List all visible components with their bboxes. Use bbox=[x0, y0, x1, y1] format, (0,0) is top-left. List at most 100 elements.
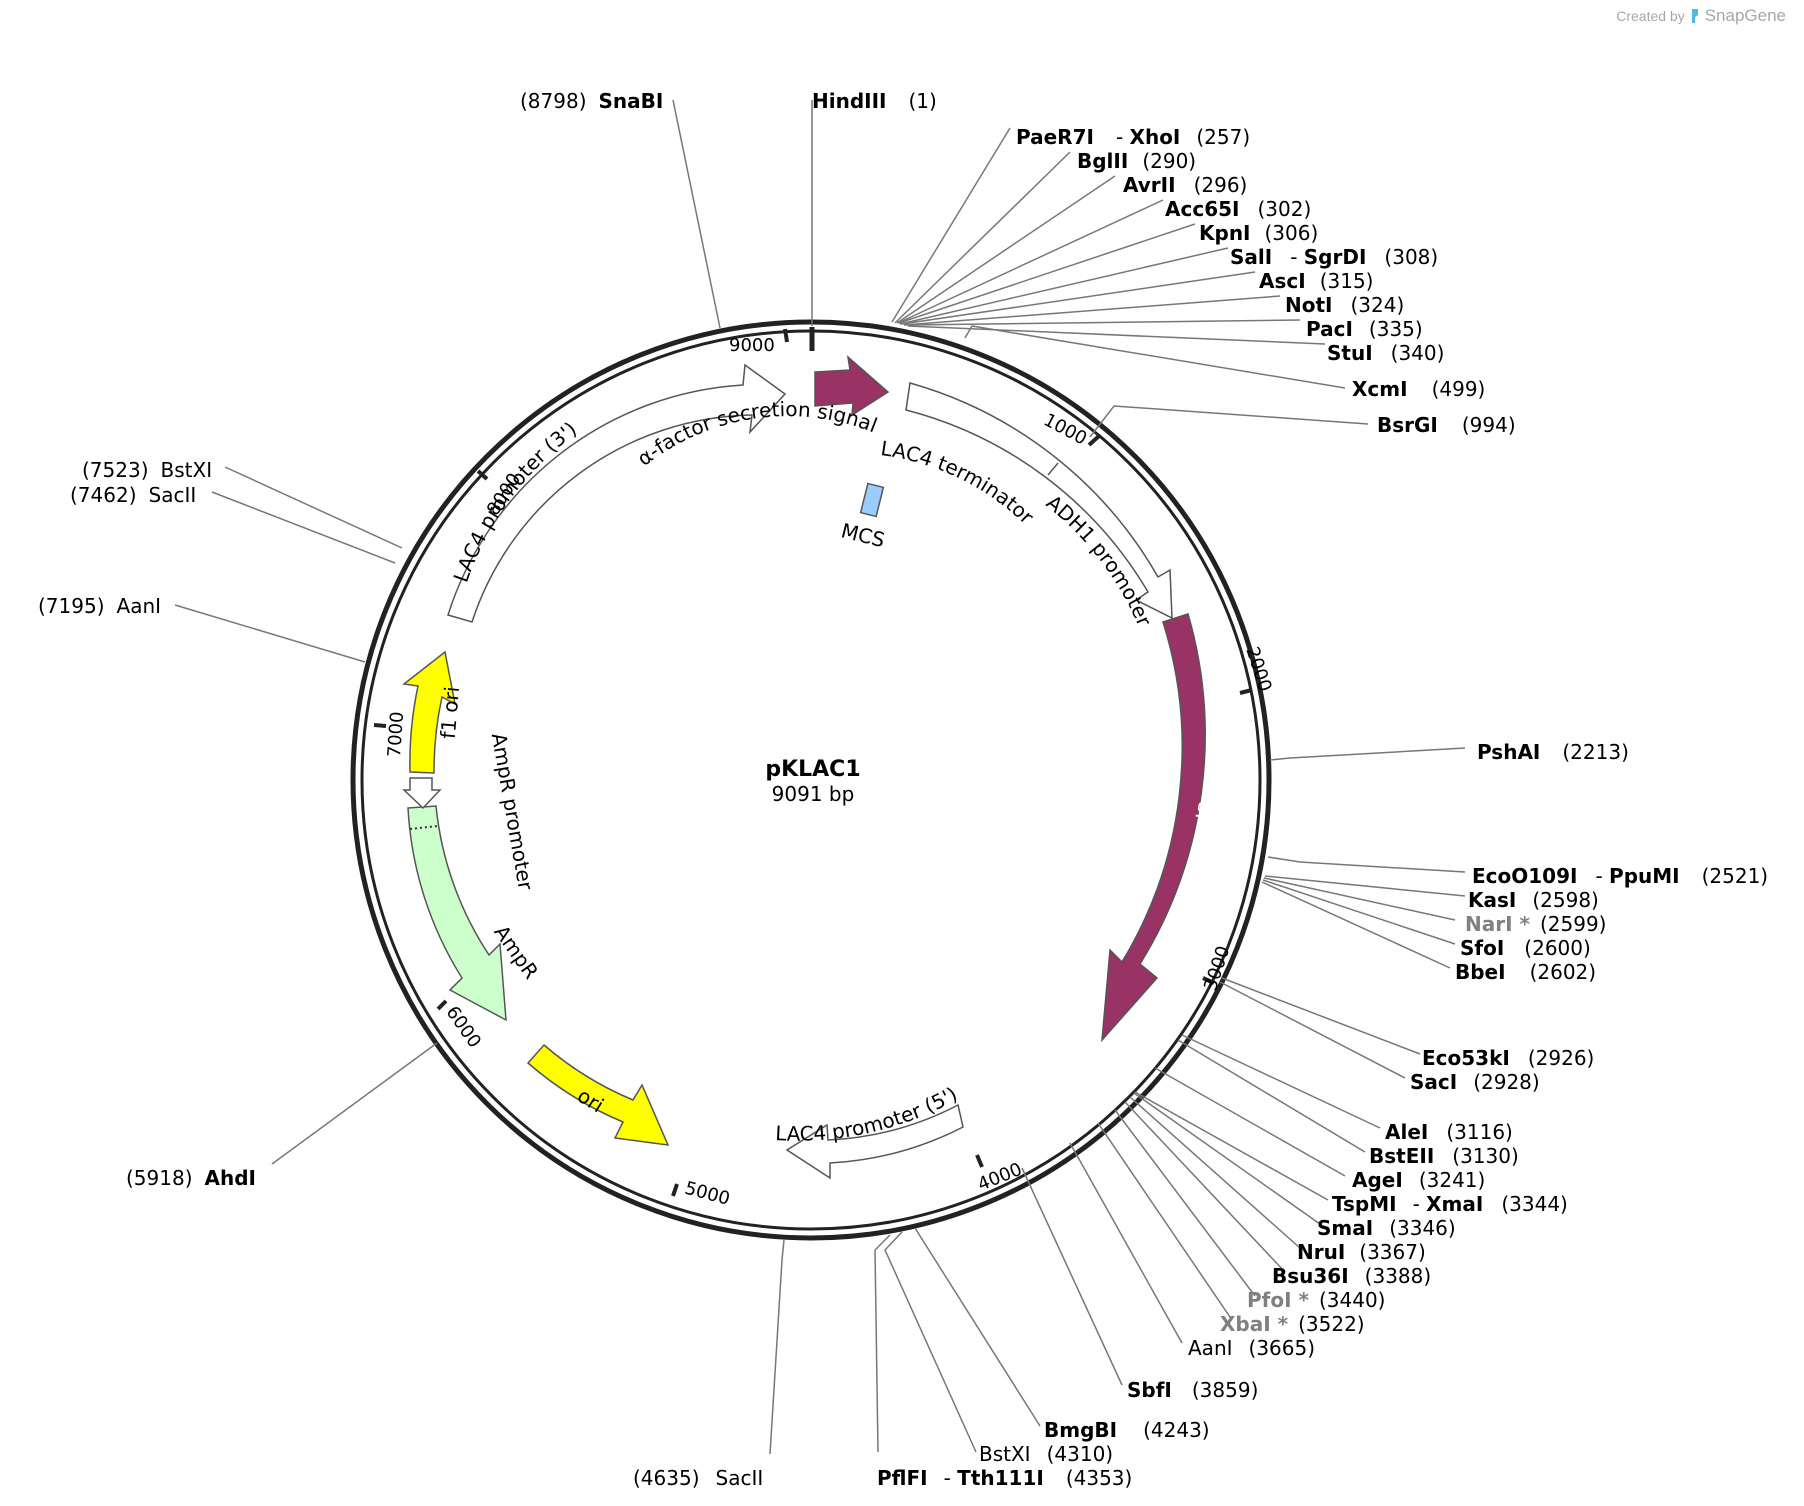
credit-brand: SnapGene bbox=[1704, 6, 1786, 25]
leader-tspmi bbox=[1134, 1091, 1329, 1201]
site-alei[interactable]: AleI(3116) bbox=[1385, 1120, 1513, 1144]
site-ahdi[interactable]: (5918)AhdI bbox=[126, 1166, 256, 1190]
site-sali-sgrdi[interactable]: SalI- SgrDI(308) bbox=[1230, 245, 1438, 269]
feature-ori[interactable] bbox=[526, 1043, 670, 1146]
site-bstxi-7523[interactable]: (7523)BstXI bbox=[82, 458, 212, 482]
leader-bmgbi bbox=[914, 1227, 1041, 1427]
feature-lac4-promoter-3[interactable] bbox=[447, 363, 787, 623]
label-ampr-promoter: AmpR promoter bbox=[487, 731, 538, 892]
leader-aani-3665 bbox=[1069, 1142, 1183, 1344]
leader-aani-7195 bbox=[174, 604, 366, 663]
site-bsteii[interactable]: BstEII(3130) bbox=[1369, 1144, 1519, 1168]
site-sacii-4635[interactable]: (4635)SacII bbox=[633, 1466, 763, 1490]
leader-xhoi bbox=[891, 127, 1011, 323]
leader-pflfi bbox=[874, 1234, 891, 1453]
feature-amds[interactable] bbox=[1101, 613, 1206, 1043]
leader-sacii-7462 bbox=[211, 491, 396, 564]
site-bbei[interactable]: BbeI(2602) bbox=[1455, 960, 1596, 984]
leader-agei bbox=[1154, 1067, 1346, 1177]
leader-alei bbox=[1181, 1034, 1381, 1129]
adh1-divider bbox=[1047, 462, 1059, 476]
leader-snabi bbox=[672, 99, 721, 329]
leader-acc65i bbox=[897, 199, 1164, 324]
site-nari[interactable]: NarI *(2599) bbox=[1465, 912, 1606, 936]
feature-ampr-promoter-arrow[interactable] bbox=[402, 777, 442, 810]
leader-nrui bbox=[1129, 1096, 1301, 1249]
leader-bsu36i bbox=[1124, 1101, 1286, 1273]
site-bstxi-4310[interactable]: BstXI(4310) bbox=[979, 1442, 1113, 1466]
site-sbfi[interactable]: SbfI(3859) bbox=[1127, 1378, 1258, 1402]
leader-stui bbox=[907, 325, 1326, 345]
leader-xbai bbox=[1097, 1122, 1233, 1321]
tick-9000 bbox=[783, 328, 789, 343]
leader-avrii bbox=[896, 175, 1116, 324]
site-aani-3665[interactable]: AanI(3665) bbox=[1188, 1336, 1315, 1360]
tick-1000 bbox=[1087, 434, 1101, 447]
site-pfoi[interactable]: PfoI *(3440) bbox=[1247, 1288, 1385, 1312]
leader-noti bbox=[903, 295, 1281, 326]
leader-pshai bbox=[1269, 747, 1466, 761]
site-snabi[interactable]: (8798)SnaBI bbox=[520, 89, 663, 113]
feature-lac4-terminator-adh1[interactable] bbox=[905, 382, 1173, 620]
snapgene-credit: Created by SnapGene bbox=[1616, 6, 1786, 26]
leader-bstxi-7523 bbox=[224, 466, 403, 549]
site-paer7i-xhoi[interactable]: PaeR7I- XhoI(257) bbox=[1016, 125, 1250, 149]
site-avrii[interactable]: AvrII(296) bbox=[1123, 173, 1247, 197]
tick-label-7000: 7000 bbox=[384, 711, 408, 758]
leader-paci bbox=[905, 319, 1301, 326]
site-hindiii[interactable]: HindIII(1) bbox=[812, 89, 937, 113]
leader-sali bbox=[899, 247, 1229, 325]
feature-lac4-promoter-5[interactable] bbox=[785, 1103, 964, 1180]
tick-8000 bbox=[476, 469, 489, 481]
site-agei[interactable]: AgeI(3241) bbox=[1352, 1168, 1485, 1192]
leader-bglii bbox=[894, 151, 1071, 324]
leader-sacii-4635 bbox=[769, 1239, 785, 1455]
site-xbai[interactable]: XbaI *(3522) bbox=[1220, 1312, 1365, 1336]
features bbox=[402, 355, 1206, 1180]
site-bsu36i[interactable]: Bsu36I(3388) bbox=[1272, 1264, 1431, 1288]
tick-7000 bbox=[373, 723, 387, 728]
leader-bsrgi bbox=[1089, 405, 1369, 438]
site-kpni[interactable]: KpnI(306) bbox=[1199, 221, 1318, 245]
site-nrui[interactable]: NruI(3367) bbox=[1297, 1240, 1426, 1264]
leader-asci bbox=[901, 271, 1256, 325]
site-acc65i[interactable]: Acc65I(302) bbox=[1165, 197, 1311, 221]
feature-alpha-factor[interactable] bbox=[814, 355, 890, 417]
site-sfoi[interactable]: SfoI(2600) bbox=[1460, 936, 1591, 960]
site-bmgbi[interactable]: BmgBI(4243) bbox=[1044, 1418, 1210, 1442]
site-asci[interactable]: AscI(315) bbox=[1259, 269, 1373, 293]
tick-label-1000: 1000 bbox=[1040, 409, 1090, 449]
site-eco53ki[interactable]: Eco53kI(2926) bbox=[1422, 1046, 1594, 1070]
site-bsrgi[interactable]: BsrGI(994) bbox=[1377, 413, 1516, 437]
site-xcmi[interactable]: XcmI(499) bbox=[1352, 377, 1485, 401]
site-noti[interactable]: NotI(324) bbox=[1285, 293, 1404, 317]
site-bglii[interactable]: BglII(290) bbox=[1077, 149, 1196, 173]
tick-label-5000: 5000 bbox=[682, 1178, 732, 1210]
label-mcs: MCS bbox=[839, 518, 887, 552]
feature-mcs[interactable] bbox=[859, 482, 885, 518]
site-smai[interactable]: SmaI(3346) bbox=[1317, 1216, 1456, 1240]
site-stui[interactable]: StuI(340) bbox=[1327, 341, 1444, 365]
site-sacii-7462[interactable]: (7462)SacII bbox=[70, 483, 196, 507]
leader-pfoi bbox=[1114, 1109, 1256, 1297]
feature-f1-ori[interactable] bbox=[402, 650, 457, 774]
tick-2000 bbox=[1239, 688, 1253, 695]
site-paci[interactable]: PacI(335) bbox=[1306, 317, 1423, 341]
site-pshai[interactable]: PshAI(2213) bbox=[1477, 740, 1629, 764]
site-aani-7195[interactable]: (7195)AanI bbox=[38, 594, 161, 618]
backbone-outer bbox=[350, 319, 1272, 1241]
site-saci[interactable]: SacI(2928) bbox=[1410, 1070, 1540, 1094]
leader-eco53ki bbox=[1221, 977, 1421, 1055]
site-ecoo109i-ppumi[interactable]: EcoO109I- PpuMI(2521) bbox=[1472, 864, 1768, 888]
leader-bstxi-4310 bbox=[884, 1231, 977, 1453]
leader-lines bbox=[174, 99, 1466, 1455]
site-tspmi-xmai[interactable]: TspMI- XmaI(3344) bbox=[1332, 1192, 1568, 1216]
leader-sbfi bbox=[1021, 1167, 1123, 1386]
leader-bbei bbox=[1261, 881, 1451, 969]
site-pflfi-tth111i[interactable]: PflFI- Tth111I(4353) bbox=[877, 1466, 1132, 1490]
leader-xcmi bbox=[964, 325, 1346, 389]
site-kasi[interactable]: KasI(2598) bbox=[1468, 888, 1599, 912]
tick-4000 bbox=[975, 1154, 984, 1168]
leader-saci bbox=[1219, 981, 1406, 1079]
feature-ampr[interactable] bbox=[407, 805, 507, 1022]
